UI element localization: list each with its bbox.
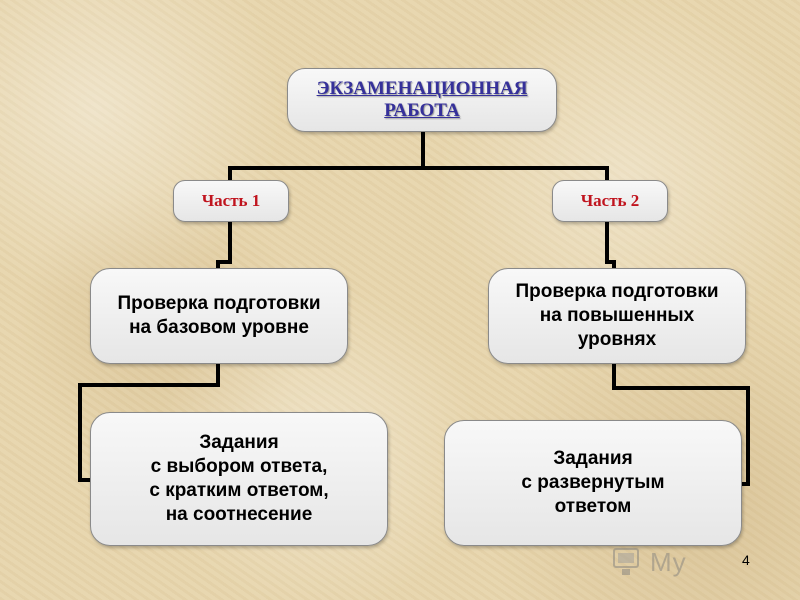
connector-part2-to-level: [605, 220, 616, 272]
part-2-tasks-box: Задания с развернутым ответом: [444, 420, 742, 546]
exam-title-box: ЭКЗАМЕНАЦИОННАЯ РАБОТА: [287, 68, 557, 132]
watermark-logo-icon: [613, 548, 639, 575]
advanced-level-box: Проверка подготовки на повышенных уровня…: [488, 268, 746, 364]
watermark: My: [610, 540, 760, 584]
slide-page-number: 4: [742, 552, 750, 568]
connector-part1-to-level: [216, 220, 232, 272]
advanced-level-text: Проверка подготовки на повышенных уровня…: [515, 281, 719, 350]
connector-bar: [228, 166, 609, 184]
part-1-tasks-box: Задания с выбором ответа, с кратким отве…: [90, 412, 388, 546]
watermark-text: My: [650, 546, 687, 577]
part-2-tasks-text: Задания с развернутым ответом: [521, 448, 665, 517]
exam-title: ЭКЗАМЕНАЦИОННАЯ РАБОТА: [316, 78, 528, 121]
part-1-box: Часть 1: [173, 180, 289, 222]
part-1-tasks-text: Задания с выбором ответа, с кратким отве…: [149, 432, 329, 525]
connector-level2-to-tasks: [612, 362, 750, 486]
part-2-box: Часть 2: [552, 180, 668, 222]
part-2-label: Часть 2: [580, 191, 640, 210]
connector-level1-to-tasks: [78, 362, 220, 482]
basic-level-text: Проверка подготовки на базовом уровне: [117, 293, 321, 338]
basic-level-box: Проверка подготовки на базовом уровне: [90, 268, 348, 364]
part-1-label: Часть 1: [201, 191, 261, 210]
